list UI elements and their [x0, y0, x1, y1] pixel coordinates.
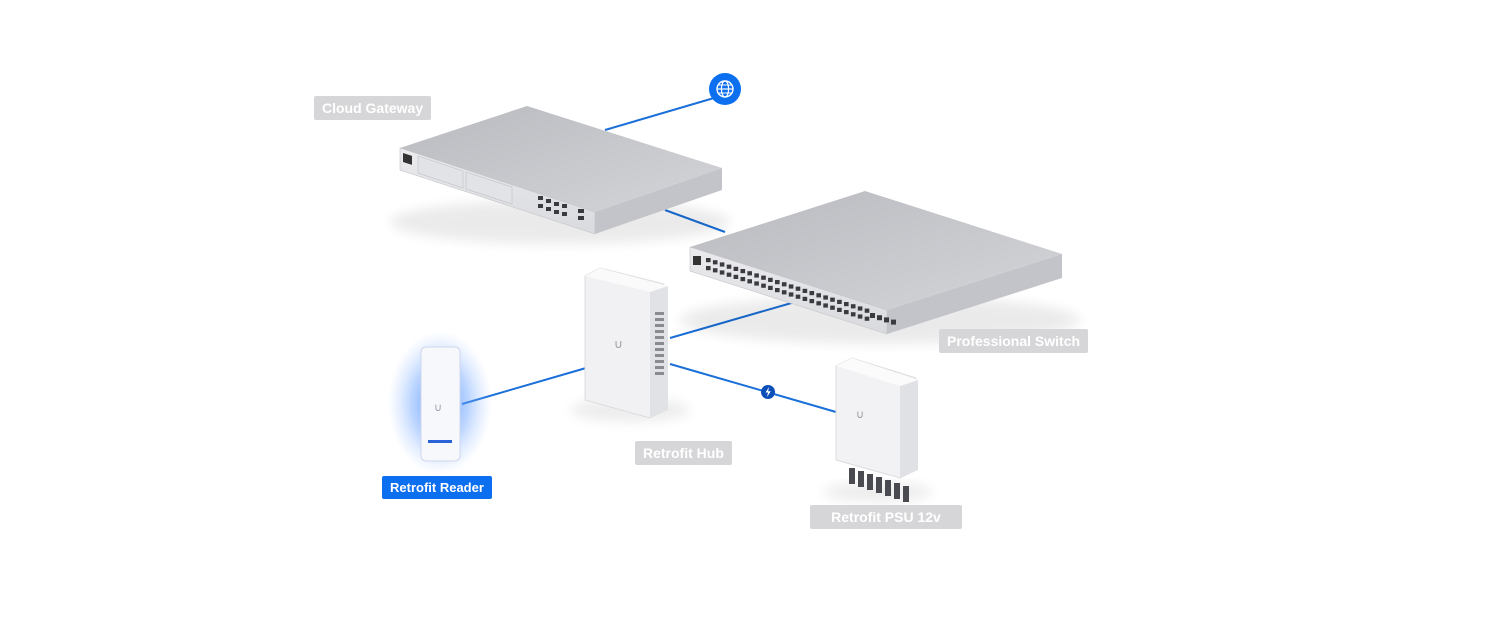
switch-port-array — [706, 258, 896, 325]
power-icon — [761, 385, 775, 399]
retrofit-reader-device[interactable]: ∪ — [388, 331, 492, 475]
retrofit-hub-label[interactable]: Retrofit Hub — [635, 441, 732, 465]
connector-gateway-internet — [604, 97, 715, 131]
svg-text:∪: ∪ — [614, 337, 623, 351]
globe-icon[interactable] — [709, 73, 741, 105]
professional-switch-device[interactable] — [680, 191, 1080, 344]
professional-switch-label[interactable]: Professional Switch — [939, 329, 1089, 353]
retrofit-psu-device[interactable]: ∪ — [823, 357, 933, 502]
cloud-gateway-label[interactable]: Cloud Gateway — [314, 96, 432, 120]
connector-hub-psu — [669, 363, 837, 413]
retrofit-reader-label[interactable]: Retrofit Reader — [382, 476, 492, 499]
retrofit-hub-device[interactable]: ∪ — [570, 267, 690, 422]
svg-text:∪: ∪ — [434, 402, 442, 414]
retrofit-psu-label[interactable]: Retrofit PSU 12v — [810, 505, 962, 529]
cloud-gateway-device[interactable] — [390, 106, 730, 244]
svg-text:∪: ∪ — [856, 409, 864, 421]
